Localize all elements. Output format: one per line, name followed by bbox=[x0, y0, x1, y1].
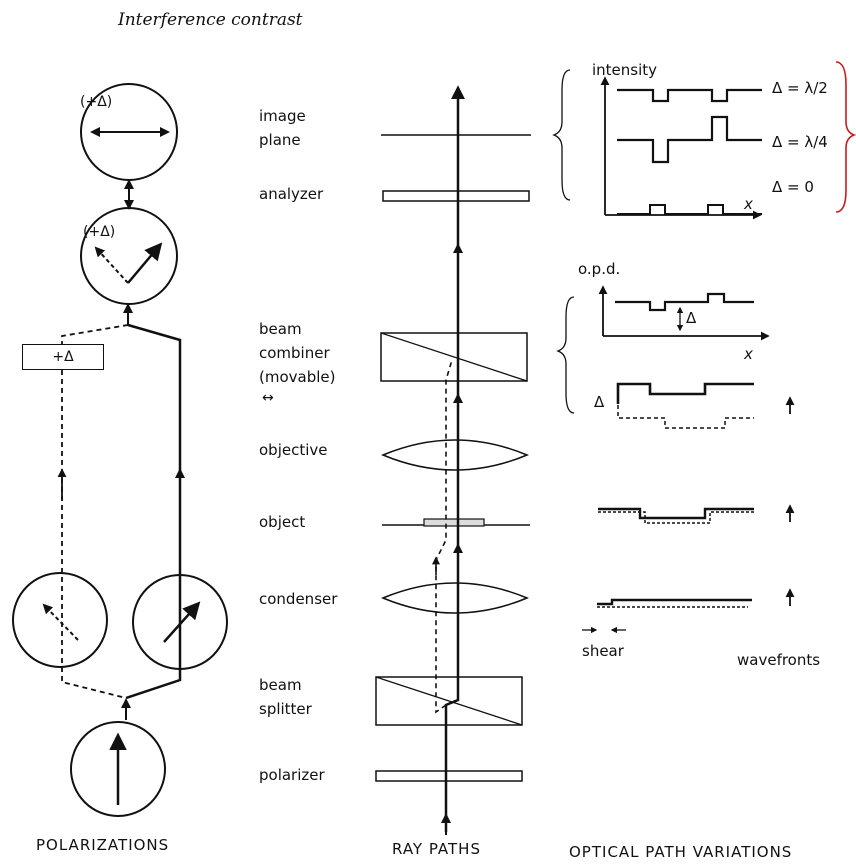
dashed-beam-path bbox=[61, 370, 127, 699]
dashed-polarization-arrow-icon bbox=[42, 603, 79, 641]
wavefront-solid bbox=[597, 598, 752, 606]
wavefront-dashed bbox=[617, 398, 754, 429]
polarization-circle-left bbox=[12, 572, 108, 668]
solid-polarization-arrow-icon bbox=[127, 242, 163, 284]
intensity-plot bbox=[552, 61, 856, 220]
analyzer-plate bbox=[382, 190, 530, 202]
solid-polarization-arrow-icon bbox=[163, 601, 201, 643]
plus-delta-box: +Δ bbox=[22, 344, 104, 370]
trace-quarter-wave bbox=[617, 115, 762, 164]
beam-combiner-diagonal bbox=[380, 332, 528, 382]
dashed-ray bbox=[435, 359, 453, 714]
label-beam-combiner: beam combiner (movable) bbox=[259, 320, 336, 386]
shear-label: shear bbox=[582, 642, 624, 660]
left-brace bbox=[552, 69, 571, 201]
movable-arrow-icon: ↔ bbox=[262, 390, 274, 406]
footer-optical-path-variations: OPTICAL PATH VARIATIONS bbox=[569, 843, 793, 861]
opd-label: o.p.d. bbox=[578, 260, 621, 278]
opd-plot bbox=[556, 285, 795, 634]
wavefront-solid bbox=[598, 507, 754, 520]
trace-half-wave bbox=[617, 88, 762, 103]
trace-label-half: Δ = λ/2 bbox=[772, 79, 828, 97]
opd-x-label: x bbox=[744, 345, 753, 363]
beam-splitter-prism bbox=[375, 676, 523, 726]
polarization-diagram bbox=[12, 83, 228, 817]
polarization-circle-source bbox=[70, 721, 166, 817]
trace-zero bbox=[617, 204, 762, 215]
beam-splitter-diagonal bbox=[375, 676, 523, 726]
label-condenser: condenser bbox=[259, 590, 338, 608]
label-beam-splitter: beam splitter bbox=[259, 676, 312, 718]
intensity-x-label: x bbox=[744, 195, 753, 213]
wavefront-delta-label: Δ bbox=[594, 393, 605, 411]
label-polarizer: polarizer bbox=[259, 766, 325, 784]
dashed-beam-path bbox=[61, 324, 129, 344]
label-object: object bbox=[259, 513, 306, 531]
dashed-polarization-arrow-icon bbox=[94, 246, 129, 284]
object-specimen bbox=[423, 518, 485, 527]
polarization-circle-right bbox=[132, 574, 228, 670]
figure-title: Interference contrast bbox=[118, 10, 303, 30]
polarizer-plate bbox=[375, 770, 523, 782]
solid-beam-path bbox=[125, 323, 182, 700]
trace-label-quarter: Δ = λ/4 bbox=[772, 133, 828, 151]
intensity-label: intensity bbox=[592, 61, 658, 79]
opd-delta-label: Δ bbox=[686, 309, 697, 327]
label-image-plane: image plane bbox=[259, 107, 306, 149]
red-brace bbox=[835, 61, 856, 213]
label-objective: objective bbox=[259, 441, 328, 459]
footer-polarizations: POLARIZATIONS bbox=[36, 836, 170, 854]
condenser-lens bbox=[381, 582, 529, 614]
label-analyzer: analyzer bbox=[259, 185, 324, 203]
wavefronts-label: wavefronts bbox=[737, 651, 821, 669]
polarization-circle-analyzer bbox=[80, 207, 178, 305]
opd-trace bbox=[615, 292, 754, 312]
beam-combiner-prism bbox=[380, 332, 528, 382]
wavefront-dashed bbox=[598, 511, 754, 524]
wavefront-solid bbox=[616, 382, 754, 404]
left-brace bbox=[556, 296, 575, 414]
ray-path-diagram bbox=[375, 85, 531, 835]
trace-label-zero: Δ = 0 bbox=[772, 178, 814, 196]
objective-lens bbox=[381, 439, 529, 471]
footer-ray-paths: RAY PATHS bbox=[392, 840, 481, 858]
